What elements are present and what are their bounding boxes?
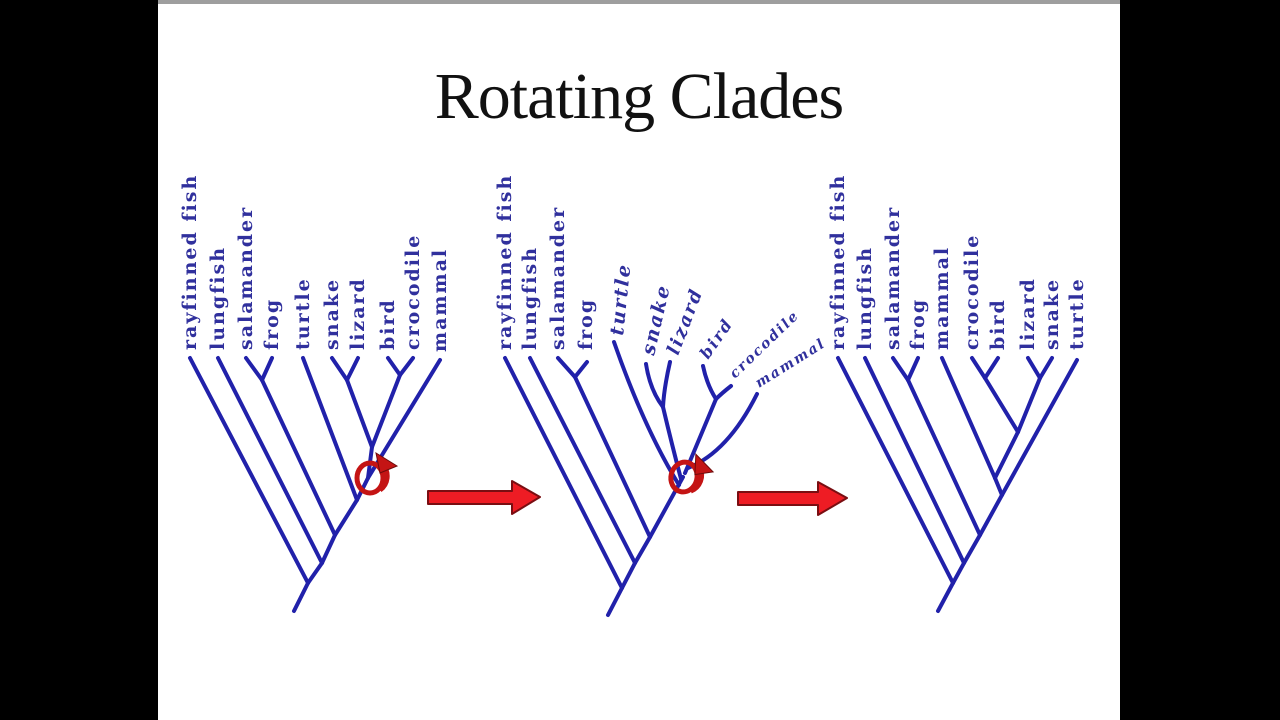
tip-label-frog: frog <box>261 298 283 350</box>
tip-label-frog: frog <box>575 298 597 350</box>
top-edge-strip <box>158 0 1120 4</box>
branch <box>1016 376 1042 434</box>
tip-label-crocodile: crocodile <box>402 234 424 350</box>
transition-arrow-1 <box>427 480 541 515</box>
branch <box>503 356 624 590</box>
branch <box>330 356 349 382</box>
rotation-symbol <box>668 453 715 495</box>
branch <box>386 356 402 377</box>
branch <box>260 356 274 382</box>
tip-label-salamander: salamander <box>882 206 904 350</box>
tip-label-lizard: lizard <box>347 277 369 350</box>
branch <box>906 378 982 537</box>
tip-label-frog: frog <box>907 298 929 350</box>
tip-label-mammal: mammal <box>931 246 953 350</box>
rotation-arrowhead <box>694 453 715 476</box>
branch <box>993 476 1004 497</box>
branch <box>528 356 637 565</box>
tree-spine <box>936 358 1079 613</box>
tip-label-rayfinned-fish: rayfinned fish <box>494 174 516 350</box>
rotating-branch <box>644 362 665 409</box>
branch <box>891 356 910 382</box>
branch <box>556 356 577 379</box>
tip-label-bird: bird <box>696 315 737 363</box>
branch <box>993 430 1020 480</box>
tip-label-bird: bird <box>987 298 1009 350</box>
tip-label-rayfinned-fish: rayfinned fish <box>827 174 849 350</box>
rotating-branch <box>661 360 672 409</box>
branch <box>906 356 920 382</box>
rotation-arrowhead <box>375 451 399 474</box>
branch <box>970 356 987 380</box>
branch <box>983 376 1020 434</box>
branch <box>370 373 402 449</box>
tip-label-salamander: salamander <box>547 206 569 350</box>
branch <box>345 378 374 449</box>
tip-label-turtle: turtle <box>606 262 635 337</box>
branch <box>260 378 337 537</box>
branch <box>216 356 324 565</box>
tree-spine <box>292 358 442 613</box>
branch <box>836 356 955 585</box>
branch <box>573 375 652 539</box>
tip-label-lungfish: lungfish <box>519 246 541 350</box>
tip-label-bird: bird <box>377 298 399 350</box>
branch <box>1026 356 1042 380</box>
letterbox-left <box>0 0 158 720</box>
tip-label-salamander: salamander <box>235 206 257 350</box>
branch <box>573 360 589 379</box>
branch <box>345 356 360 382</box>
rotation-symbol <box>354 451 399 496</box>
branch <box>188 356 310 585</box>
transition-arrow-2 <box>737 481 848 516</box>
tip-label-lungfish: lungfish <box>854 246 876 350</box>
branch <box>1038 356 1054 380</box>
rotating-branch <box>661 405 683 481</box>
tip-label-lizard: lizard <box>1017 277 1039 350</box>
branch <box>983 356 1000 380</box>
tip-label-turtle: turtle <box>1066 277 1088 350</box>
rotation-circle <box>668 459 700 495</box>
tip-label-rayfinned-fish: rayfinned fish <box>179 174 201 350</box>
branch <box>940 356 997 480</box>
branch <box>244 356 264 382</box>
branch <box>863 356 966 565</box>
tip-label-mammal: mammal <box>429 248 451 352</box>
tip-label-snake: snake <box>1041 278 1063 350</box>
letterbox-right <box>1120 0 1280 720</box>
rotation-circle <box>354 460 386 496</box>
tip-label-snake: snake <box>321 278 343 350</box>
tree-spine <box>606 475 685 617</box>
slide-title: Rotating Clades <box>434 60 844 133</box>
tip-label-turtle: turtle <box>292 277 314 350</box>
branch <box>398 356 415 377</box>
rotating-branch <box>701 364 718 401</box>
branch <box>301 356 359 502</box>
rotating-branch <box>714 384 733 401</box>
tip-label-crocodile: crocodile <box>961 234 983 350</box>
tip-label-lungfish: lungfish <box>207 246 229 350</box>
